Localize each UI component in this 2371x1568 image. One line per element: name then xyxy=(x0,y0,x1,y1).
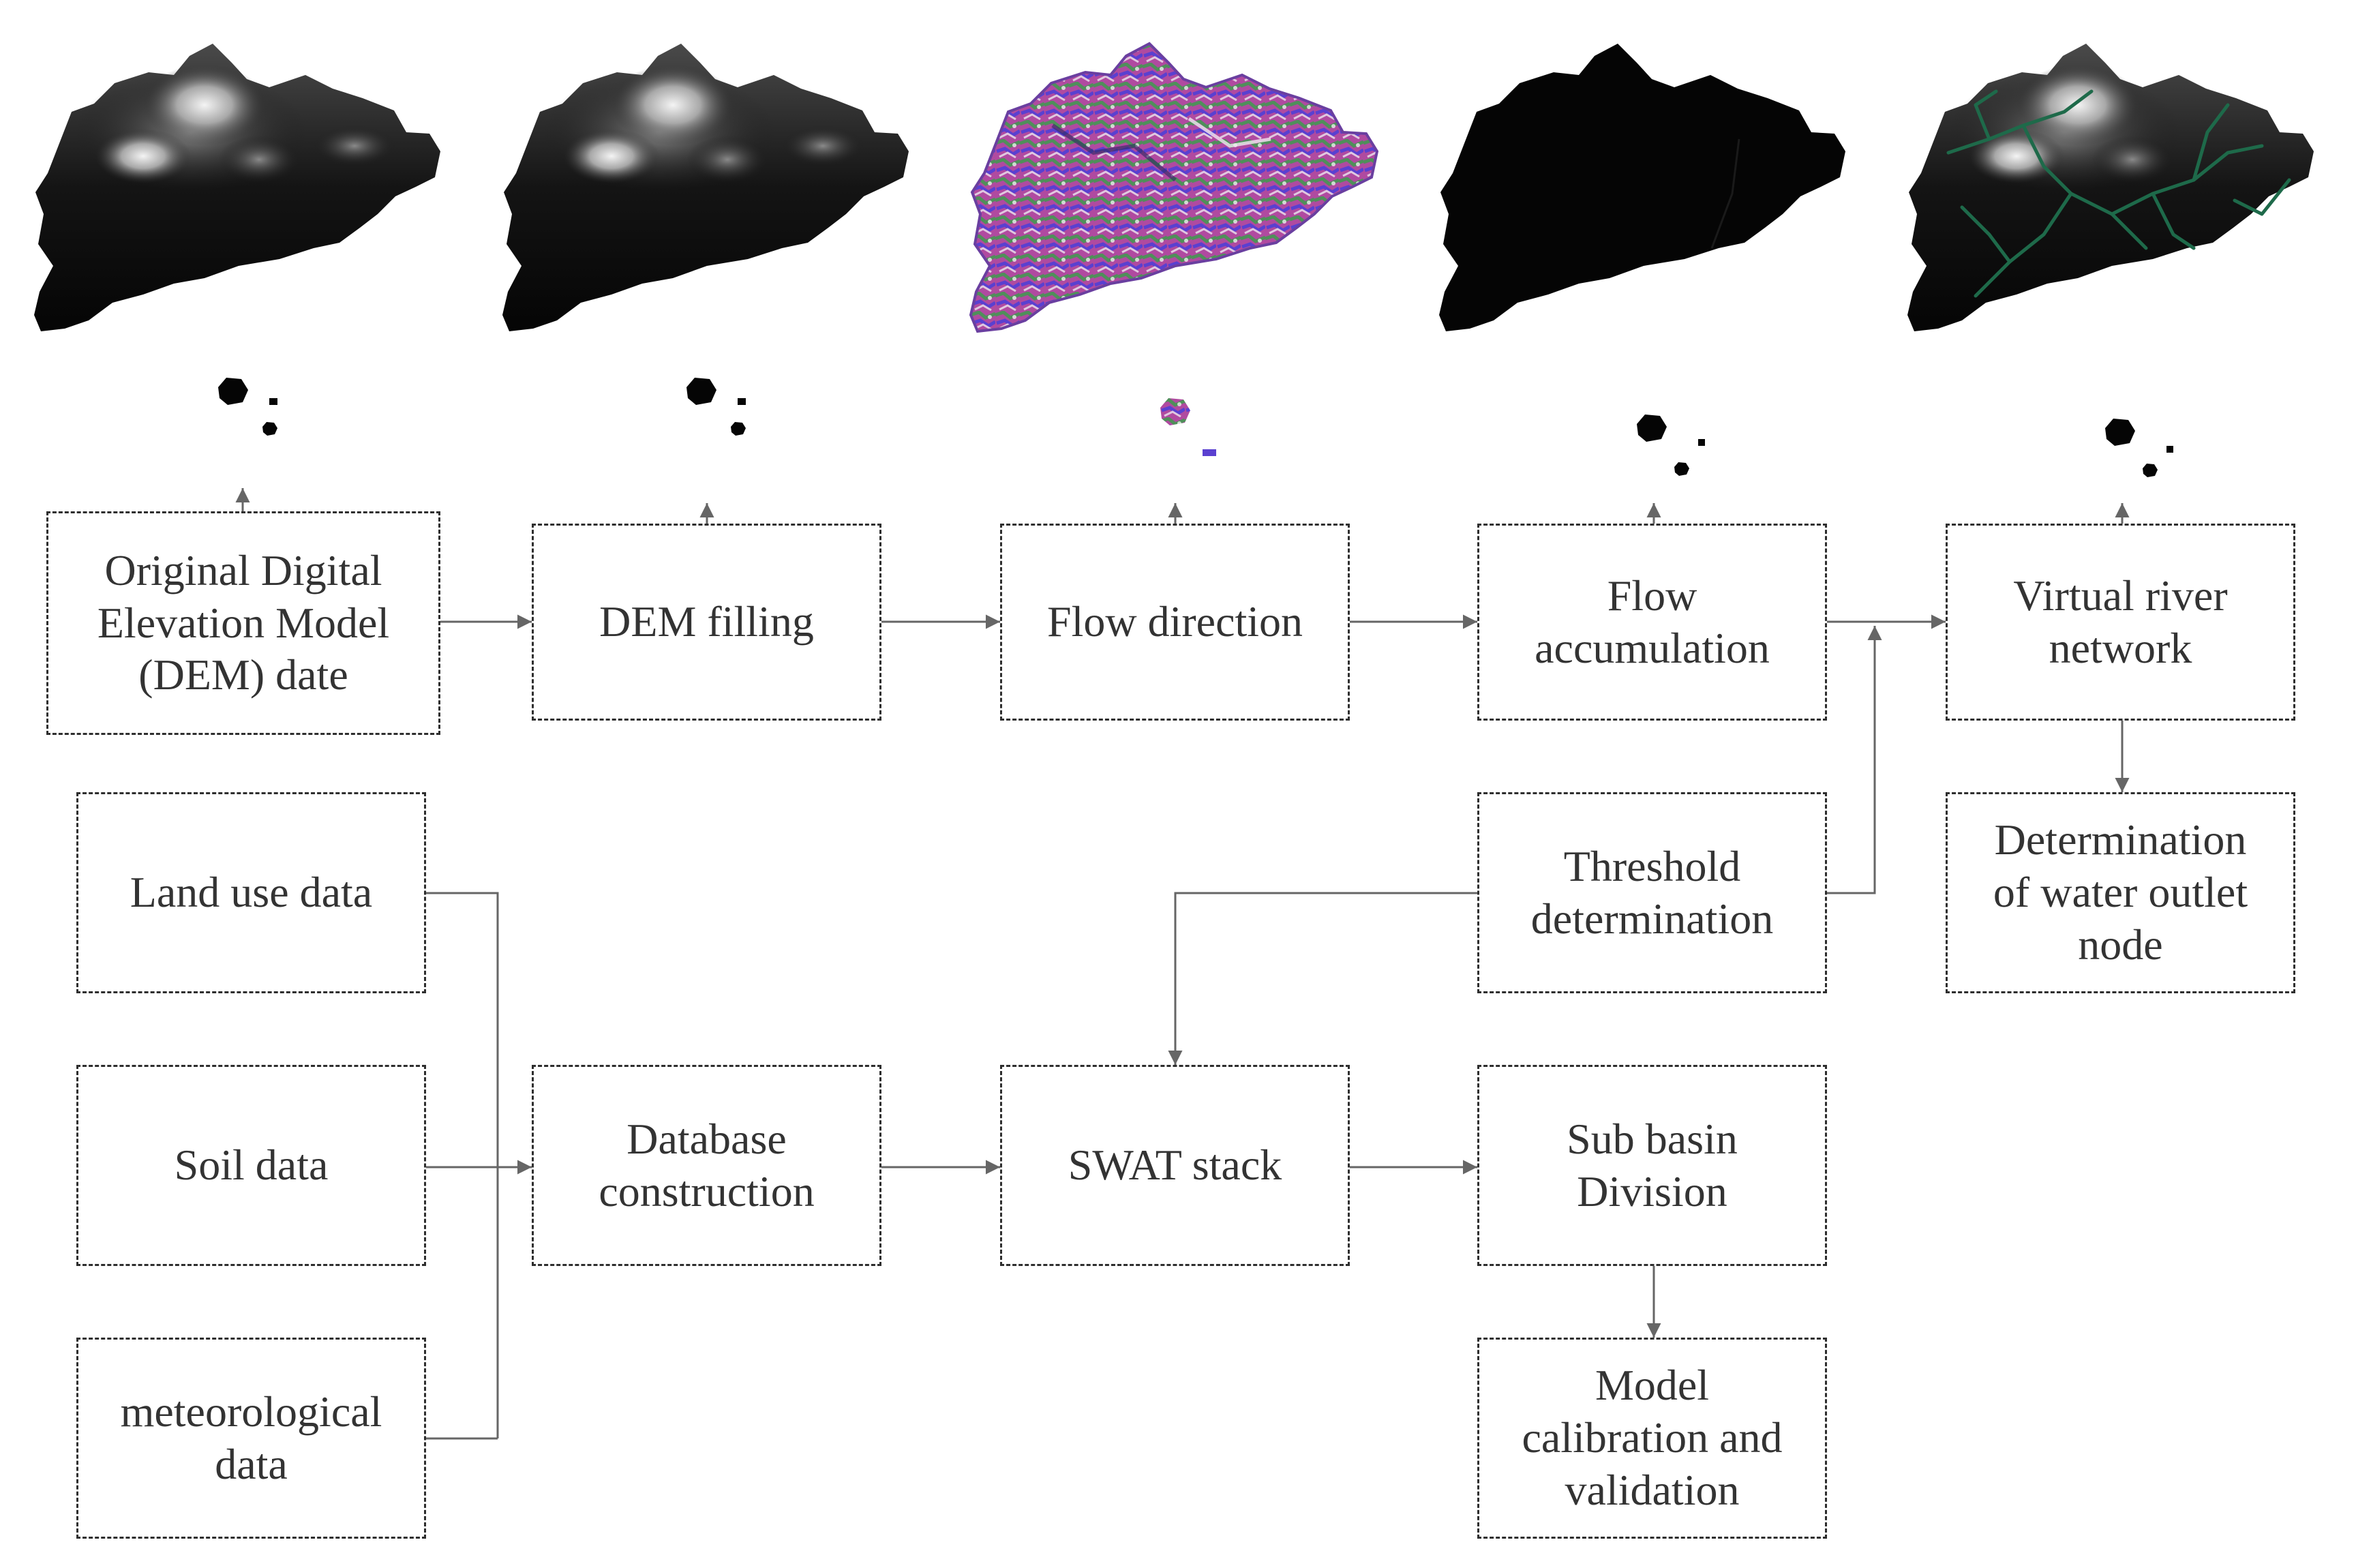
threshold-box: Threshold determination xyxy=(1477,792,1827,993)
land-use-label: Land use data xyxy=(130,868,373,917)
database-box: Database construction xyxy=(532,1065,881,1266)
sub-basin-label: Sub basin Division xyxy=(1567,1114,1738,1216)
soil-data-box: Soil data xyxy=(76,1065,426,1266)
swat-stack-label: SWAT stack xyxy=(1068,1141,1282,1190)
water-outlet-label: Determination of water outlet node xyxy=(1993,815,2248,969)
flow-accumulation-map xyxy=(1439,44,1845,476)
river-network-map xyxy=(1907,44,2314,477)
flow-direction-label: Flow direction xyxy=(1046,597,1303,646)
meteorological-box: meteorological data xyxy=(76,1338,426,1539)
flow-accumulation-box: Flow accumulation xyxy=(1477,524,1827,721)
swat-stack-box: SWAT stack xyxy=(1000,1065,1350,1266)
arrow-threshold-to-swat xyxy=(1168,892,1477,1065)
water-outlet-box: Determination of water outlet node xyxy=(1946,792,2295,993)
filled-dem-map xyxy=(502,44,909,436)
original-dem-label: Original Digital Elevation Model (DEM) d… xyxy=(97,545,390,699)
threshold-label: Threshold determination xyxy=(1530,841,1774,943)
land-use-box: Land use data xyxy=(76,792,426,993)
connector-land-use xyxy=(426,892,499,1438)
virtual-river-label: Virtual river network xyxy=(2013,571,2228,672)
meteorological-label: meteorological data xyxy=(120,1387,382,1488)
dem-filling-label: DEM filling xyxy=(599,597,814,646)
model-calibration-box: Model calibration and validation xyxy=(1477,1338,1827,1539)
original-dem-map xyxy=(34,44,440,436)
dem-filling-box: DEM filling xyxy=(532,524,881,721)
model-calibration-label: Model calibration and validation xyxy=(1522,1361,1783,1514)
flow-direction-box: Flow direction xyxy=(1000,524,1350,721)
soil-data-label: Soil data xyxy=(174,1141,329,1190)
virtual-river-box: Virtual river network xyxy=(1946,524,2295,721)
flow-direction-map xyxy=(969,42,1378,456)
flow-accumulation-label: Flow accumulation xyxy=(1535,571,1770,672)
sub-basin-box: Sub basin Division xyxy=(1477,1065,1827,1266)
database-label: Database construction xyxy=(599,1114,815,1216)
original-dem-box: Original Digital Elevation Model (DEM) d… xyxy=(46,511,440,735)
arrow-threshold-to-river xyxy=(1827,626,1882,894)
